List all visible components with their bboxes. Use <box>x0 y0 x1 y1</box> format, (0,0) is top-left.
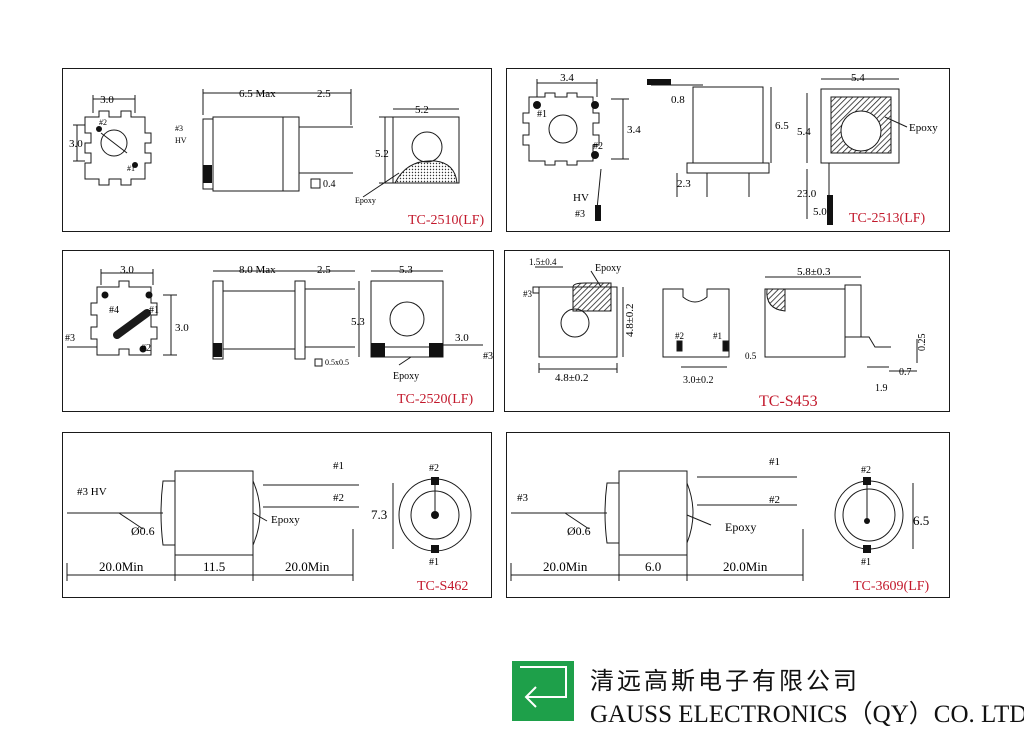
dim-label: 3.0 <box>175 322 189 334</box>
dim-label: 11.5 <box>203 559 225 574</box>
drawing-tc-2513: 3.4 3.4 0.8 6.5 2.3 5.4 5.4 23.0 5.0 #1 … <box>522 72 938 225</box>
panel-tc-3609: Ø0.6 20.0Min 6.0 20.0Min 6.5 #3 #1 #2 #2… <box>506 432 950 598</box>
dim-label: 20.0Min <box>99 559 144 574</box>
dim-label: 5.3 <box>351 316 365 328</box>
pin-label: #2 <box>675 331 684 341</box>
epoxy-label: Epoxy <box>393 371 419 382</box>
dim-label: 6.5 <box>775 120 789 132</box>
dim-label: 3.0±0.2 <box>683 375 714 386</box>
dim-label: 20.0Min <box>543 559 588 574</box>
pin-label: #3 <box>517 492 529 504</box>
company-logo <box>512 661 574 721</box>
model-label: TC-2510(LF) <box>408 213 485 228</box>
pin-label: #3 <box>523 289 533 299</box>
dim-label: 6.0 <box>645 559 661 574</box>
dim-label: 1.5±0.4 <box>529 257 557 267</box>
pin-label: #4 <box>109 305 119 316</box>
dim-label: 5.0 <box>813 206 827 218</box>
logo-arrow-icon <box>520 666 567 708</box>
pin-label: #2 <box>593 141 603 152</box>
pin-label: #3 <box>175 124 183 133</box>
dim-label: 0.25 <box>917 334 928 352</box>
dim-label: 5.3 <box>399 264 413 276</box>
panel-tc-2510: 3.0 3.0 6.5 Max 2.5 5.2 5.2 0.4 #2 #1 #3… <box>62 68 492 232</box>
dim-label: 8.0 Max <box>239 264 276 276</box>
dim-label: 1.9 <box>875 383 888 394</box>
drawing-tc-s462: Ø0.6 20.0Min 11.5 20.0Min 7.3 #3 HV #1 #… <box>66 460 472 581</box>
dim-label: 0.4 <box>323 179 336 190</box>
pin-label: #2 <box>769 494 780 506</box>
pin-label: #1 <box>537 109 547 120</box>
pin-label: #1 <box>149 305 159 316</box>
dim-label: 4.8±0.2 <box>624 303 636 337</box>
panel-tc-s462: Ø0.6 20.0Min 11.5 20.0Min 7.3 #3 HV #1 #… <box>62 432 492 598</box>
panel-tc-2520: 3.0 3.0 8.0 Max 2.5 0.5x0.5 5.3 5.3 3.0 … <box>62 250 494 412</box>
dim-label: 0.5 <box>745 351 757 361</box>
model-label: TC-3609(LF) <box>853 579 930 594</box>
pin-label: #2 <box>333 492 344 504</box>
pin-label: #2 <box>429 463 439 474</box>
dim-label: 3.0 <box>69 138 83 150</box>
pin-label: #2 <box>99 118 107 127</box>
panel-tc-s453: 1.5±0.4 4.8±0.2 4.8±0.2 3.0±0.2 0.5 5.8±… <box>504 250 950 412</box>
pin-label: HV <box>175 136 187 145</box>
dim-label: 3.4 <box>627 124 641 136</box>
dim-label: 6.5 <box>913 513 929 528</box>
dim-label: 2.3 <box>677 178 691 190</box>
dim-label: 6.5 Max <box>239 88 276 100</box>
dim-label: Ø0.6 <box>567 524 591 538</box>
pin-label: #2 <box>141 343 151 354</box>
pin-label: #1 <box>333 460 344 472</box>
dim-label: 5.4 <box>851 72 865 84</box>
dim-label: 23.0 <box>797 188 817 200</box>
pin-label: #1 <box>429 557 439 568</box>
dim-label: 2.5 <box>317 88 331 100</box>
epoxy-label: Epoxy <box>909 122 938 134</box>
dim-label: 0.7 <box>899 367 912 378</box>
dim-label: 5.8±0.3 <box>797 266 831 278</box>
drawing-tc-2520: 3.0 3.0 8.0 Max 2.5 0.5x0.5 5.3 5.3 3.0 … <box>65 264 493 382</box>
dim-label: 20.0Min <box>285 559 330 574</box>
pin-label: HV <box>573 192 589 204</box>
pin-label: #3 <box>575 209 585 220</box>
company-name-cn: 清远高斯电子有限公司 <box>590 667 860 695</box>
epoxy-label: Epoxy <box>355 196 376 205</box>
dim-label: 4.8±0.2 <box>555 372 589 384</box>
pin-label: #3 HV <box>77 486 107 498</box>
dim-label: 2.5 <box>317 264 331 276</box>
epoxy-label: Epoxy <box>595 263 621 274</box>
drawing-tc-3609: Ø0.6 20.0Min 6.0 20.0Min 6.5 #3 #1 #2 #2… <box>510 456 929 581</box>
pin-label: #1 <box>769 456 780 468</box>
pin-label: #3 <box>483 351 493 362</box>
pin-label: #3 <box>65 333 75 344</box>
model-label: TC-S453 <box>759 393 818 410</box>
epoxy-label: Epoxy <box>271 514 300 526</box>
pin-label: #1 <box>127 164 135 173</box>
dim-label: 20.0Min <box>723 559 768 574</box>
company-name-en: GAUSS ELECTRONICS（QY）CO. LTD. <box>590 701 1024 728</box>
model-label: TC-2513(LF) <box>849 211 926 226</box>
dim-label: 3.0 <box>100 94 114 106</box>
pin-label: #1 <box>713 331 722 341</box>
dim-label: 5.4 <box>797 126 811 138</box>
model-label: TC-2520(LF) <box>397 392 474 407</box>
dim-label: 7.3 <box>371 507 387 522</box>
dim-label: 3.0 <box>455 332 469 344</box>
dim-label: 0.8 <box>671 94 685 106</box>
dim-label: 3.4 <box>560 72 574 84</box>
dim-label: 3.0 <box>120 264 134 276</box>
drawing-tc-2510: 3.0 3.0 6.5 Max 2.5 5.2 5.2 0.4 #2 #1 #3… <box>69 88 460 205</box>
pin-label: #2 <box>861 465 871 476</box>
drawing-tc-s453: 1.5±0.4 4.8±0.2 4.8±0.2 3.0±0.2 0.5 5.8±… <box>523 257 928 394</box>
panel-tc-2513: 3.4 3.4 0.8 6.5 2.3 5.4 5.4 23.0 5.0 #1 … <box>506 68 950 232</box>
dim-label: 5.2 <box>415 104 429 116</box>
model-label: TC-S462 <box>417 579 469 594</box>
dim-label: 0.5x0.5 <box>325 358 349 367</box>
epoxy-label: Epoxy <box>725 520 756 534</box>
pin-label: #1 <box>861 557 871 568</box>
dim-label: Ø0.6 <box>131 524 155 538</box>
dim-label: 5.2 <box>375 148 389 160</box>
